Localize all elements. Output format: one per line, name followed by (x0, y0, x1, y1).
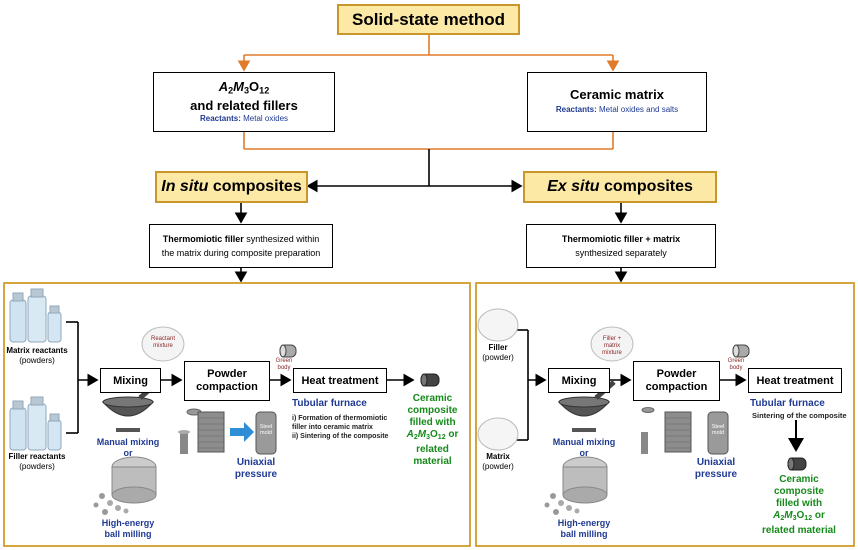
result-left: Ceramic composite filled with A2M3O12 or… (406, 393, 459, 467)
manual-mixing-right: Manual mixing or (552, 437, 616, 458)
mixing-box-right: Mixing (548, 368, 610, 393)
ball-mill-jar-icon-right (544, 456, 608, 515)
steel-mold-label-right: Steel mold (711, 424, 725, 436)
filler-label: Filler (powder) (482, 343, 514, 362)
ball-milling-right: High-energy ball milling (557, 518, 611, 539)
right-branch-reactants: Reactants: Metal oxides and salts (555, 105, 679, 114)
tubular-furnace-right: Tubular furnace (750, 398, 825, 409)
exsitu-title: Ex situ composites (547, 178, 693, 195)
exsitu-desc-box: Thermomiotic filler + matrix synthesized… (526, 224, 716, 268)
step-right: Sintering of the composite (752, 411, 847, 420)
left-branch-box: A2M3O12 and related fillers Reactants: M… (153, 72, 335, 132)
uniaxial-pressure-left: Uniaxial pressure (234, 457, 278, 480)
die-parts-icon (178, 408, 277, 455)
filler-matrix-mixture-label: Filler + matrix mixture (602, 336, 622, 356)
reactant-mixture-dish-icon (141, 326, 185, 362)
heat-treatment-box-right: Heat treatment (748, 368, 842, 393)
title-text: Solid-state method (351, 9, 505, 29)
steel-mold-label-left: Steel mold (259, 424, 273, 436)
powder-compaction-box-left: Powder compaction (184, 361, 270, 401)
insitu-title: In situ composites (161, 178, 302, 195)
matrix-reactants-bottles-icon (9, 288, 62, 343)
left-branch-line2: and related fillers (190, 98, 298, 114)
left-branch-reactants: Reactants: Metal oxides (199, 114, 289, 124)
heat-treatment-box-left: Heat treatment (293, 368, 387, 393)
sintered-pellet-icon-left (420, 373, 440, 387)
filler-reactants-bottles-icon (9, 396, 62, 451)
filler-reactants-label: Filler reactants (powders) (8, 452, 66, 471)
filler-powder-dish-icon (477, 308, 519, 342)
insitu-panel (3, 282, 471, 547)
matrix-reactants-label: Matrix reactants (powders) (6, 346, 68, 365)
sintered-pellet-icon-right (787, 457, 807, 471)
right-branch-line1: Ceramic matrix (570, 87, 664, 102)
exsitu-title-box: Ex situ composites (523, 171, 717, 203)
mortar-pestle-icon-right (557, 380, 616, 432)
right-branch-box: Ceramic matrix Reactants: Metal oxides a… (527, 72, 707, 132)
matrix-powder-dish-icon (477, 417, 519, 451)
green-body-icon-left (279, 344, 297, 358)
insitu-desc-box: Thermomiotic filler synthesized within t… (149, 224, 333, 268)
ball-milling-left: High-energy ball milling (101, 518, 155, 539)
exsitu-panel (475, 282, 855, 547)
ball-mill-jar-icon (93, 456, 157, 515)
uniaxial-pressure-right: Uniaxial pressure (694, 457, 738, 480)
mixing-box-left: Mixing (100, 368, 161, 393)
insitu-title-box: In situ composites (155, 171, 308, 203)
left-branch-formula: A2M3O12 (218, 78, 270, 96)
filler-matrix-mixture-dish-icon (590, 326, 634, 362)
die-parts-icon-right (641, 407, 729, 455)
tubular-furnace-left: Tubular furnace (292, 398, 367, 409)
manual-mixing-left: Manual mixing or (96, 437, 160, 458)
reactant-mixture-label: Reactant mixture (150, 336, 175, 349)
powder-compaction-box-right: Powder compaction (633, 361, 720, 401)
green-body-icon-right (732, 344, 750, 358)
green-body-label-left: Green body (275, 358, 293, 371)
result-right: Ceramic composite filled with A2M3O12 or… (762, 474, 836, 536)
steps-left: i) Formation of thermomiotic filler into… (292, 415, 389, 440)
matrix-label: Matrix (powder) (482, 452, 514, 471)
title-box: Solid-state method (337, 4, 520, 35)
green-body-label-right: Green body (727, 358, 745, 371)
